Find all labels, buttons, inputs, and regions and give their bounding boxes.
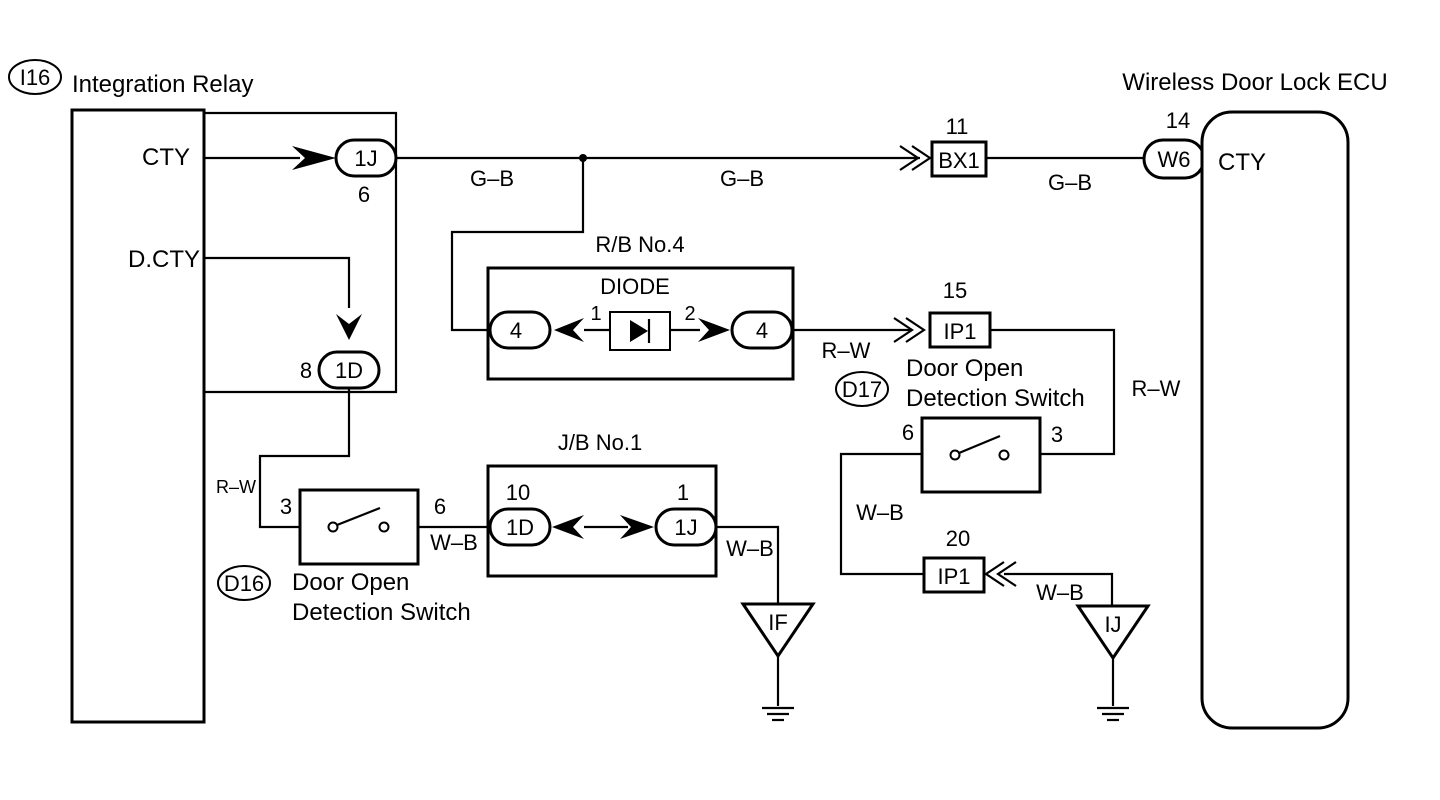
connector-jb-1j-pin: 1 [677,480,689,505]
connector-ip1-bottom-label: IP1 [937,564,970,589]
d17-code-circle [835,371,889,407]
connector-rb-right [730,310,794,350]
ground-if-triangle [740,602,816,659]
d16-name-line2: Detection Switch [292,599,471,626]
rb-arrow-left [554,318,584,342]
connector-arrow-bx1-a [899,145,920,171]
wire-rw-to-d16 [258,388,351,529]
integration-relay-title: Integration Relay [72,71,253,98]
connector-ip1-bottom [922,556,986,594]
connector-arrow-1d [336,314,362,340]
d16-contact-right [378,521,390,533]
connector-1j-label: 1J [354,146,377,171]
connector-ip1-top-label: IP1 [943,319,976,344]
wire-junction-to-rb [450,158,585,332]
wire-wb-to-if [716,525,780,604]
connector-w6-pin: 14 [1166,108,1190,133]
d16-pin-left: 3 [280,494,292,519]
jb-no1-title: J/B No.1 [558,430,642,455]
ground-ij-label: IJ [1104,612,1121,637]
ground-ij-triangle [1075,604,1151,661]
d17-name-line2: Detection Switch [906,385,1085,412]
d17-switch-blade [958,434,1001,455]
d16-switch-box [298,488,420,566]
wire-label-wb-3: W–B [856,500,904,525]
connector-ip1-bottom-pin: 20 [946,526,970,551]
wire-label-gb-2: G–B [720,166,764,191]
connector-w6-label: W6 [1158,147,1191,172]
connector-jb-1j-label: 1J [674,515,697,540]
jb-arrow-left [552,515,584,539]
rb-arrow-right [698,318,730,342]
integration-relay-body [70,108,206,724]
d16-code: D16 [224,571,264,596]
connector-jb-1d [488,507,552,547]
ecu-body [1200,110,1350,730]
wire-label-wb-4: W–B [1036,580,1084,605]
connector-arrow-bx1-b [911,145,932,171]
integration-relay: I16 Integration Relay CTY D.CTY [8,59,253,724]
relay-pin-cty: CTY [142,144,190,171]
d16-name-line1: Door Open [292,569,409,596]
wire-dcty [204,256,351,308]
connector-arrow-ip1-b [905,317,926,343]
relay-harness-outline [204,111,398,394]
connector-bx1-pin: 11 [946,114,969,139]
wireless-door-lock-ecu: Wireless Door Lock ECU CTY [1122,69,1388,730]
i16-code-circle [8,59,62,95]
connector-1d-relay-label: 1D [335,358,363,383]
d17-contact-left [949,449,961,461]
connector-bx1-label: BX1 [938,148,980,173]
connector-rb-right-label: 4 [756,318,768,343]
wire-label-rw-2: R–W [822,338,871,363]
wire-label-gb-1: G–B [470,166,514,191]
d16-switch: 3 6 D16 Door Open Detection Switch [217,488,471,626]
connector-ip1-top-pin: 15 [943,278,967,303]
connector-jb-1d-pin: 10 [506,480,530,505]
wire-wb-d17-to-ip1 [839,452,924,576]
connector-arrow-ip1b-a [984,561,1005,587]
wire-label-wb-1: W–B [430,530,478,555]
connector-arrow-ip1-a [893,317,914,343]
d16-code-circle [217,565,271,601]
diode-icon [630,320,648,342]
wire-label-rw-1: R–W [216,477,256,497]
d16-pin-right: 6 [434,494,446,519]
connector-1j-pin: 6 [358,182,370,207]
d16-contact-left [327,521,339,533]
connector-arrow-ip1b-b [996,561,1017,587]
d17-code: D17 [842,377,882,402]
d17-switch: D17 Door Open Detection Switch 6 3 [835,355,1085,494]
ecu-pin-cty: CTY [1218,149,1266,176]
d17-contact-right [998,449,1010,461]
d16-switch-blade [336,506,381,527]
wire-label-rw-3: R–W [1132,376,1181,401]
wire-rw-to-d17 [990,328,1116,456]
i16-code: I16 [20,65,51,90]
wire-label-gb-3: G–B [1048,170,1092,195]
wire-label-wb-2: W–B [726,536,774,561]
rb-no4-title: R/B No.4 [595,232,684,257]
ecu-title: Wireless Door Lock ECU [1122,69,1387,96]
d17-switch-box [920,416,1042,494]
wire-wb-to-ij [1004,572,1114,606]
connector-rb-left-label: 4 [510,318,522,343]
d17-pin-left: 6 [902,420,914,445]
connector-ip1-top [928,311,992,349]
connector-1d-relay-pin: 8 [300,358,312,383]
relay-pin-dcty: D.CTY [128,246,200,273]
diode-label: DIODE [600,274,670,299]
connector-rb-left [488,310,552,350]
connector-arrow-1j [292,146,336,170]
ground-if-label: IF [768,610,788,635]
diode-pin-1: 1 [590,303,601,325]
connector-jb-1d-label: 1D [506,515,534,540]
diode-pin-2: 2 [684,303,695,325]
jb-arrow-right [620,515,654,539]
d17-pin-right: 3 [1051,422,1063,447]
d17-name-line1: Door Open [906,355,1023,382]
